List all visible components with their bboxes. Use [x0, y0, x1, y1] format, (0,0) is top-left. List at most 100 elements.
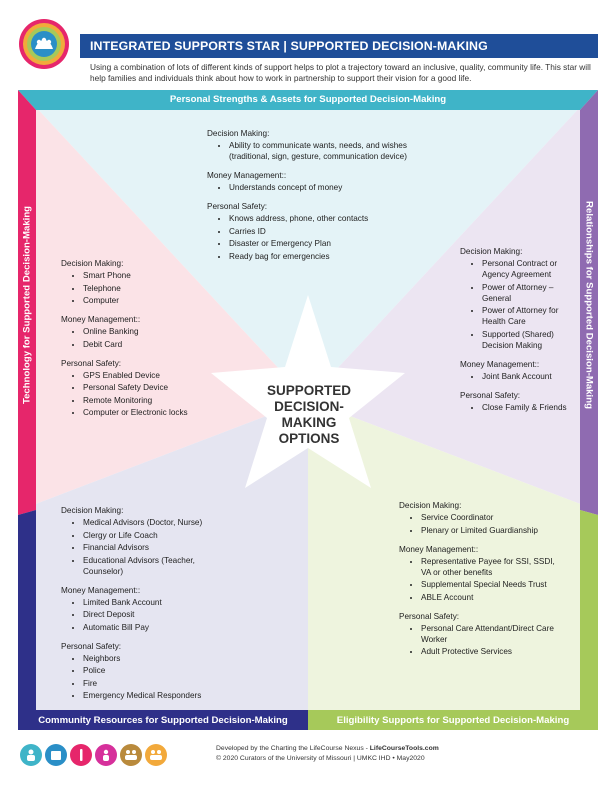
bottom-left-section-content: Decision Making: Medical Advisors (Docto… — [61, 505, 236, 709]
list-item: Disaster or Emergency Plan — [229, 238, 447, 249]
money-heading: Money Management:: — [460, 359, 540, 369]
money-list: Understands concept of money — [207, 182, 447, 193]
star-diagram — [18, 90, 598, 730]
decision-heading: Decision Making: — [61, 259, 124, 268]
left-band — [18, 90, 36, 515]
list-item: Close Family & Friends — [482, 402, 575, 413]
list-item: Limited Bank Account — [83, 597, 236, 608]
list-item: Computer — [83, 295, 196, 306]
left-section-label: Technology for Supported Decision-Making — [21, 205, 33, 405]
list-item: Plenary or Limited Guardianship — [421, 525, 564, 536]
bottom-right-region — [308, 400, 596, 730]
list-item: Carries ID — [229, 226, 447, 237]
top-band — [18, 90, 598, 110]
list-item: Ability to communicate wants, needs, and… — [229, 140, 447, 162]
list-item: Educational Advisors (Teacher, Counselor… — [83, 555, 236, 577]
right-section-label: Relationships for Supported Decision-Mak… — [583, 201, 595, 409]
safety-list: Close Family & Friends — [460, 402, 575, 413]
bottom-left-section-label: Community Resources for Supported Decisi… — [38, 715, 288, 726]
list-item: Fire — [83, 678, 236, 689]
list-item: Understands concept of money — [229, 182, 447, 193]
decision-list: Ability to communicate wants, needs, and… — [207, 140, 447, 162]
list-item: Knows address, phone, other contacts — [229, 213, 447, 224]
list-item: Emergency Medical Responders — [83, 690, 236, 701]
footer-credit-prefix: Developed by the Charting the LifeCourse… — [216, 745, 370, 752]
lifecourse-logo — [19, 19, 69, 69]
list-item: Supported (Shared) Decision Making — [482, 329, 575, 351]
safety-list: GPS Enabled Device Personal Safety Devic… — [61, 370, 196, 419]
footer-text: Developed by the Charting the LifeCourse… — [216, 744, 439, 764]
left-region — [20, 90, 308, 510]
safety-heading: Personal Safety: — [61, 358, 122, 368]
list-item: Power of Attorney for Health Care — [482, 305, 575, 327]
list-item: GPS Enabled Device — [83, 370, 196, 381]
list-item: ABLE Account — [421, 592, 564, 603]
left-section-content: Decision Making: Smart Phone Telephone C… — [61, 258, 196, 426]
safety-list: Neighbors Police Fire Emergency Medical … — [61, 653, 236, 702]
star-line: OPTIONS — [278, 431, 340, 446]
star-line: DECISION- — [274, 399, 344, 414]
footer-site-link[interactable]: LifeCourseTools.com — [369, 745, 439, 752]
money-list: Online Banking Debit Card — [61, 326, 196, 350]
list-item: Power of Attorney – General — [482, 282, 575, 304]
safety-heading: Personal Safety: — [460, 390, 521, 400]
list-item: Adult Protective Services — [421, 646, 564, 657]
top-region — [20, 90, 596, 400]
money-heading: Money Management:: — [61, 585, 141, 595]
center-star — [211, 295, 405, 488]
list-item: Clergy or Life Coach — [83, 530, 236, 541]
list-item: Neighbors — [83, 653, 236, 664]
decision-heading: Decision Making: — [460, 247, 523, 256]
decision-list: Smart Phone Telephone Computer — [61, 270, 196, 306]
list-item: Joint Bank Account — [482, 371, 575, 382]
footer-copyright: © 2020 Curators of the University of Mis… — [216, 755, 425, 762]
safety-heading: Personal Safety: — [61, 641, 122, 651]
decision-list: Personal Contract or Agency Agreement Po… — [460, 258, 575, 351]
money-heading: Money Management:: — [61, 315, 141, 324]
star-line: MAKING — [281, 415, 337, 430]
list-item: Online Banking — [83, 326, 196, 337]
list-item: Ready bag for emergencies — [229, 251, 447, 262]
intro-text: Using a combination of lots of different… — [90, 62, 591, 83]
right-section-content: Decision Making: Personal Contract or Ag… — [460, 246, 575, 421]
top-section-content: Decision Making: Ability to communicate … — [207, 128, 447, 270]
money-list: Limited Bank Account Direct Deposit Auto… — [61, 597, 236, 633]
right-region — [308, 90, 596, 510]
decision-heading: Decision Making: — [207, 129, 270, 138]
list-item: Automatic Bill Pay — [83, 622, 236, 633]
list-item: Supplemental Special Needs Trust — [421, 579, 564, 590]
decision-list: Medical Advisors (Doctor, Nurse) Clergy … — [61, 517, 236, 577]
money-heading: Money Management:: — [399, 544, 479, 554]
safety-heading: Personal Safety: — [207, 202, 268, 211]
decision-heading: Decision Making: — [399, 501, 462, 510]
list-item: Computer or Electronic locks — [83, 407, 196, 418]
list-item: Service Coordinator — [421, 512, 564, 523]
safety-list: Knows address, phone, other contacts Car… — [207, 213, 447, 262]
safety-list: Personal Care Attendant/Direct Care Work… — [399, 623, 564, 658]
money-list: Representative Payee for SSI, SSDI, VA o… — [399, 556, 564, 603]
right-band — [580, 90, 598, 515]
bottom-left-region — [20, 400, 308, 730]
list-item: Representative Payee for SSI, SSDI, VA o… — [421, 556, 564, 578]
list-item: Medical Advisors (Doctor, Nurse) — [83, 517, 236, 528]
money-heading: Money Management:: — [207, 171, 287, 180]
top-section-label: Personal Strengths & Assets for Supporte… — [169, 94, 447, 105]
list-item: Personal Care Attendant/Direct Care Work… — [421, 623, 564, 645]
list-item: Personal Contract or Agency Agreement — [482, 258, 575, 280]
list-item: Remote Monitoring — [83, 395, 196, 406]
star-center-text: SUPPORTED DECISION- MAKING OPTIONS — [246, 383, 372, 447]
footer-credit: Developed by the Charting the LifeCourse… — [216, 744, 439, 754]
decision-heading: Decision Making: — [61, 506, 124, 515]
bottom-right-section-label: Eligibility Supports for Supported Decis… — [336, 715, 570, 726]
page-title: INTEGRATED SUPPORTS STAR | SUPPORTED DEC… — [80, 34, 598, 58]
footer-icon-glyphs — [27, 749, 162, 761]
list-item: Direct Deposit — [83, 609, 236, 620]
star-line: SUPPORTED — [266, 383, 351, 398]
bottom-right-section-content: Decision Making: Service Coordinator Ple… — [399, 500, 564, 665]
list-item: Police — [83, 665, 236, 676]
money-list: Joint Bank Account — [460, 371, 575, 382]
list-item: Personal Safety Device — [83, 382, 196, 393]
safety-heading: Personal Safety: — [399, 611, 460, 621]
list-item: Financial Advisors — [83, 542, 236, 553]
decision-list: Service Coordinator Plenary or Limited G… — [399, 512, 564, 536]
